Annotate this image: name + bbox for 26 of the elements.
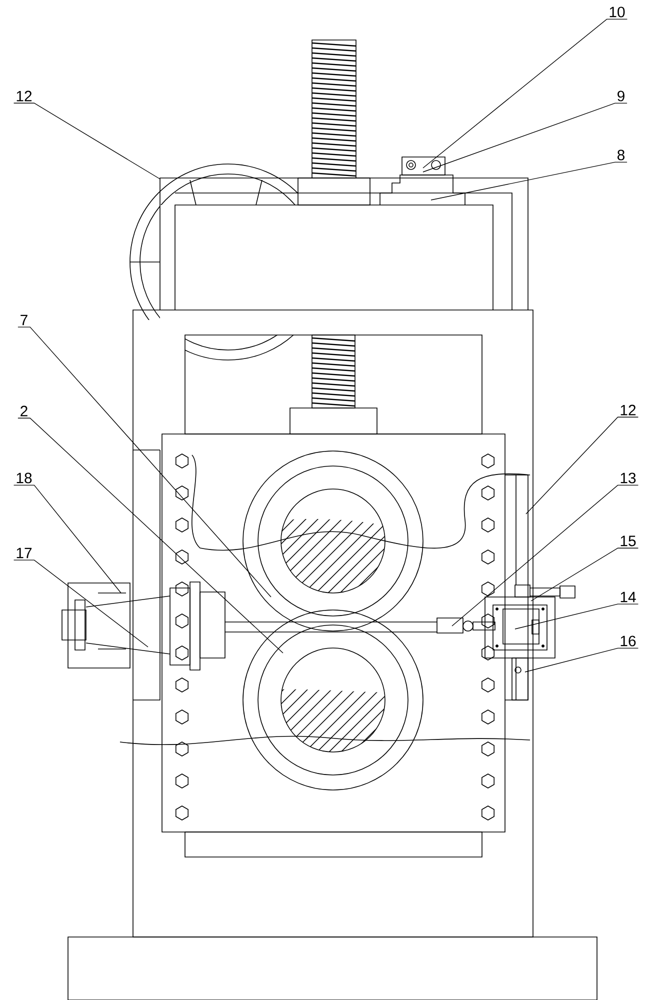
callout-number: 9 <box>618 90 624 102</box>
leader-line <box>452 484 639 626</box>
callout-number: 13 <box>620 472 636 484</box>
callout-number: 7 <box>20 314 28 326</box>
leader-line <box>430 162 628 200</box>
leader-line <box>514 604 639 630</box>
callout-number: 2 <box>20 406 28 416</box>
callout-number: 14 <box>620 592 636 602</box>
leader-line <box>526 416 639 514</box>
leader-line <box>524 648 639 672</box>
leader-line <box>422 102 628 172</box>
callout-number: 8 <box>618 150 624 160</box>
leader-line <box>422 18 628 168</box>
callout-number: 18 <box>16 472 32 484</box>
callout-number: 12 <box>620 404 636 416</box>
callout-number: 10 <box>610 6 625 18</box>
callout-number: 15 <box>620 536 636 546</box>
callout-number: 12 <box>16 90 32 102</box>
callout-number: 17 <box>16 548 32 558</box>
callout-number: 16 <box>620 636 636 646</box>
leader-line <box>13 102 160 180</box>
leader-line <box>18 326 272 598</box>
leader-line <box>18 418 284 654</box>
leader-line <box>13 560 148 648</box>
leader-line <box>13 484 122 594</box>
leader-line <box>530 548 639 602</box>
